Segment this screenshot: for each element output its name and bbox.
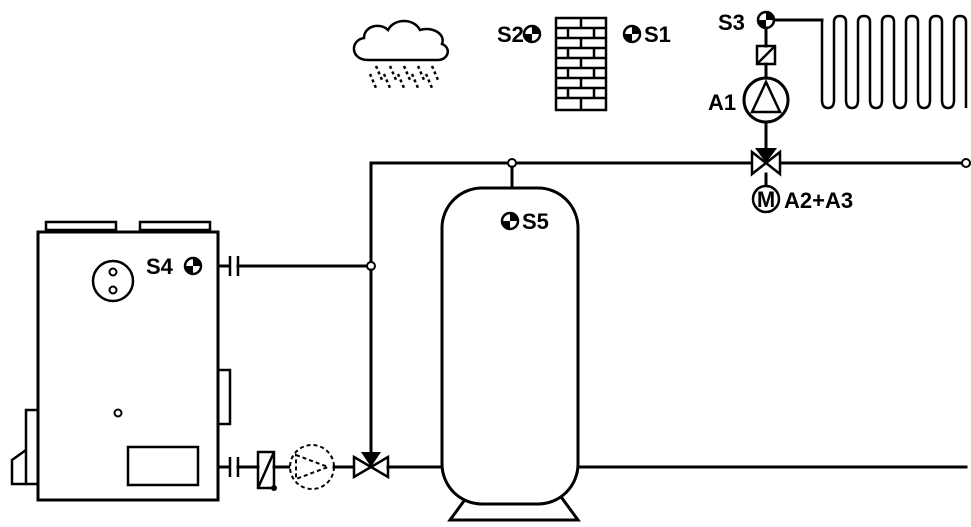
temperature-sensor-icon (756, 10, 776, 30)
circulation-pump-icon (289, 444, 335, 490)
temperature-sensor-icon (522, 24, 542, 44)
pipe-junction (961, 158, 971, 168)
sensor-s1-label: S1 (644, 22, 671, 47)
temperature-sensor-icon (500, 211, 520, 231)
motor-actuator-icon: M (751, 184, 781, 214)
radiator-circuit: S3 A1 (708, 10, 968, 150)
sensor-s2-label: S2 (497, 22, 524, 47)
boiler-icon (10, 220, 232, 502)
boiler-return-connection (216, 444, 444, 491)
sensor-s4: S4 (146, 254, 203, 279)
brick-wall-icon (554, 16, 608, 112)
pump-a1-label: A1 (708, 90, 736, 115)
buffer-tank-icon (440, 186, 581, 522)
sensor-s5-label: S5 (522, 209, 549, 234)
circulation-pump-icon (742, 76, 790, 124)
sensor-s2: S2 (497, 22, 542, 47)
radiator-icon (820, 14, 968, 110)
sensor-s3-label: S3 (718, 10, 745, 35)
temperature-sensor-icon (622, 24, 642, 44)
check-valve-icon (256, 450, 277, 491)
boiler-flow-connection (216, 256, 376, 276)
sensor-s5: S5 (500, 209, 549, 234)
temperature-sensor-icon (183, 256, 203, 276)
sensor-s4-label: S4 (146, 254, 174, 279)
motor-label: M (757, 187, 775, 212)
sensor-s1: S1 (622, 22, 671, 47)
three-way-valve-icon (352, 452, 390, 480)
check-valve-icon (755, 44, 777, 66)
valve-a2-a3-label: A2+A3 (784, 188, 853, 213)
rain-cloud-icon (352, 19, 450, 89)
three-way-valve-icon (750, 148, 782, 177)
